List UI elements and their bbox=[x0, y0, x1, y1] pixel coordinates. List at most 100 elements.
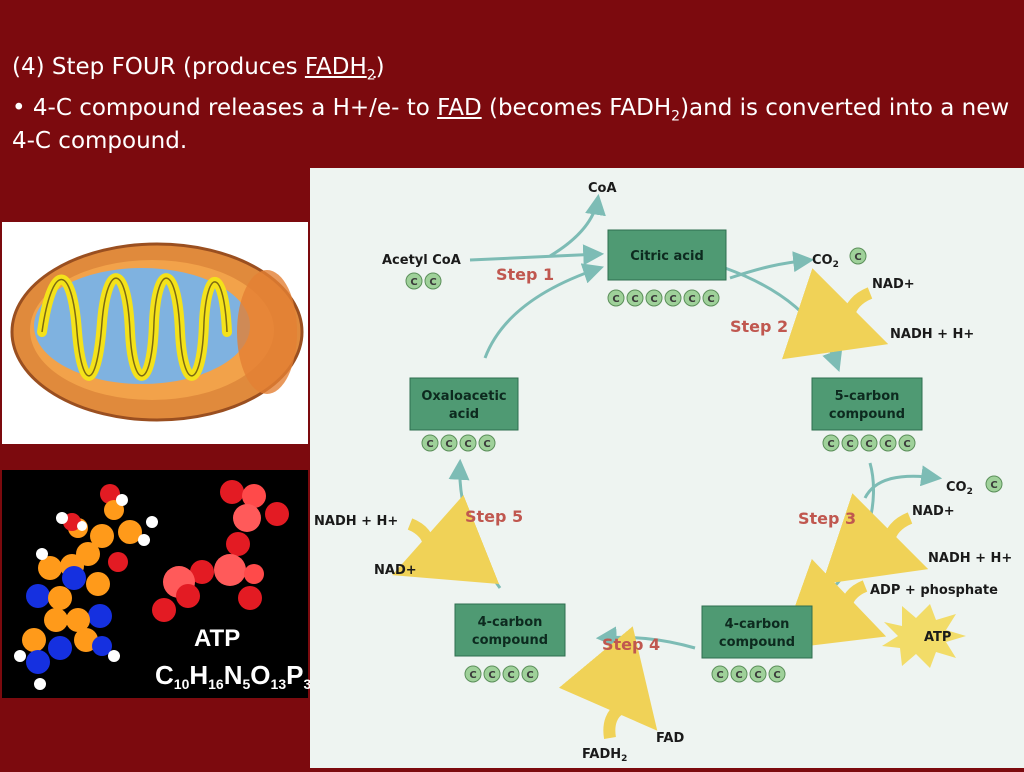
carbon-symbol: C bbox=[483, 439, 490, 450]
cycle-arrow-1 bbox=[483, 263, 604, 359]
cycle-drawing: Citric acid 5-carbon compound 4-carbon c… bbox=[314, 181, 1012, 764]
carbon-symbol: C bbox=[612, 294, 619, 305]
label-adp-phosphate: ADP + phosphate bbox=[870, 583, 998, 598]
label-step-2: Step 2 bbox=[730, 317, 788, 336]
label-co2-right: CO2 bbox=[946, 480, 973, 497]
atp-burst bbox=[882, 604, 966, 668]
label-co2-top: CO2 bbox=[812, 253, 839, 270]
carbon-symbol: C bbox=[464, 439, 471, 450]
acetyl-arrow bbox=[469, 244, 605, 266]
carbon-circle bbox=[768, 665, 786, 683]
carbon-circle bbox=[405, 272, 423, 290]
co2-arrow-top bbox=[729, 251, 815, 280]
carbon-circle bbox=[424, 272, 442, 290]
carbon-symbol: C bbox=[469, 670, 476, 681]
title-fadh: FADH2 bbox=[304, 54, 376, 84]
bullet-glyph: • bbox=[12, 95, 26, 121]
carbon-symbol: C bbox=[669, 294, 676, 305]
carbon-symbol: C bbox=[773, 670, 780, 681]
carbon-symbol: C bbox=[884, 439, 891, 450]
coa-arrow bbox=[549, 193, 606, 258]
label-atp-product: ATP bbox=[924, 630, 951, 645]
carbon-circle bbox=[822, 434, 840, 452]
box-oxaloacetic-acid: Oxaloacetic acid bbox=[409, 377, 519, 431]
title-prefix: (4) Step FOUR (produces bbox=[12, 54, 305, 80]
label-nadh-step5: NADH + H+ bbox=[314, 514, 398, 529]
carbon-symbol: C bbox=[426, 439, 433, 450]
carbon-symbol: C bbox=[650, 294, 657, 305]
carbon-symbol: C bbox=[507, 670, 514, 681]
label-step-1: Step 1 bbox=[496, 265, 554, 284]
carbon-circle bbox=[711, 665, 729, 683]
atp-molecule-drawing: ATP C10H16N5O13P3 bbox=[14, 480, 311, 692]
carbon-circle bbox=[645, 289, 663, 307]
svg-text:compound: compound bbox=[472, 633, 548, 648]
carbon-circle bbox=[749, 665, 767, 683]
carbon-circle bbox=[860, 434, 878, 452]
carbon-circle bbox=[607, 289, 625, 307]
carbon-circle bbox=[421, 434, 439, 452]
carbon-symbol: C bbox=[754, 670, 761, 681]
carbon-circle bbox=[664, 289, 682, 307]
svg-text:compound: compound bbox=[719, 635, 795, 650]
carbon-circle bbox=[626, 289, 644, 307]
fad-arrow-step4 bbox=[558, 626, 658, 739]
svg-text:compound: compound bbox=[829, 407, 905, 422]
box-citric-acid: Citric acid bbox=[607, 229, 727, 281]
bullet-text: • 4-C compound releases a H+/e- to FAD (… bbox=[12, 95, 1010, 154]
carbon-symbol: C bbox=[865, 439, 872, 450]
carbon-symbol: C bbox=[631, 294, 638, 305]
slide-title: (4) Step FOUR (produces FADH2) bbox=[12, 50, 1012, 84]
carbon-circle bbox=[521, 665, 539, 683]
carbon-symbol: C bbox=[688, 294, 695, 305]
svg-text:5-carbon: 5-carbon bbox=[835, 389, 900, 404]
title-suffix: ) bbox=[375, 54, 385, 80]
carbon-symbol: C bbox=[526, 670, 533, 681]
label-fadh2: FADH2 bbox=[582, 747, 627, 764]
carbon-circle bbox=[459, 434, 477, 452]
carbon-symbol: C bbox=[410, 277, 417, 288]
box-5-carbon: 5-carbon compound bbox=[811, 377, 923, 431]
co2-top-carbon: C bbox=[849, 247, 867, 265]
label-nadh-step3: NADH + H+ bbox=[928, 551, 1012, 566]
label-acetyl-coa: Acetyl CoA bbox=[382, 253, 461, 268]
nad-arrow-step3 bbox=[821, 493, 929, 585]
label-nad-step2: NAD+ bbox=[872, 277, 915, 292]
carbon-symbol: C bbox=[903, 439, 910, 450]
carbon-symbol: C bbox=[429, 277, 436, 288]
mitochondrion-illustration bbox=[2, 222, 308, 444]
svg-text:4-carbon: 4-carbon bbox=[725, 617, 790, 632]
carbon-circle bbox=[702, 289, 720, 307]
carbon-circle bbox=[985, 475, 1003, 493]
carbon-symbol: C bbox=[445, 439, 452, 450]
carbon-circle bbox=[849, 247, 867, 265]
svg-text:4-carbon: 4-carbon bbox=[478, 615, 543, 630]
box-4-carbon-right: 4-carbon compound bbox=[701, 605, 813, 659]
carbon-circle bbox=[683, 289, 701, 307]
svg-text:acid: acid bbox=[449, 407, 479, 422]
nad-arrow-step2 bbox=[781, 268, 889, 360]
atp-arrow-step3 bbox=[779, 558, 887, 650]
label-step-3: Step 3 bbox=[798, 509, 856, 528]
label-nad-step3: NAD+ bbox=[912, 504, 955, 519]
carbon-circle bbox=[898, 434, 916, 452]
atp-molecule-image: ATP C10H16N5O13P3 bbox=[2, 470, 311, 698]
carbon-circle bbox=[464, 665, 482, 683]
carbon-symbol: C bbox=[707, 294, 714, 305]
carbon-symbol: C bbox=[716, 670, 723, 681]
label-nadh-step2: NADH + H+ bbox=[890, 327, 974, 342]
carbon-symbol: C bbox=[735, 670, 742, 681]
carbon-symbol: C bbox=[488, 670, 495, 681]
citric-acid-cycle-diagram: Citric acid 5-carbon compound 4-carbon c… bbox=[310, 168, 1024, 768]
carbon-symbol: C bbox=[990, 480, 997, 491]
carbon-circle bbox=[879, 434, 897, 452]
co2-arrow-right bbox=[863, 465, 943, 499]
carbon-circle bbox=[730, 665, 748, 683]
svg-text:Oxaloacetic: Oxaloacetic bbox=[421, 389, 506, 404]
